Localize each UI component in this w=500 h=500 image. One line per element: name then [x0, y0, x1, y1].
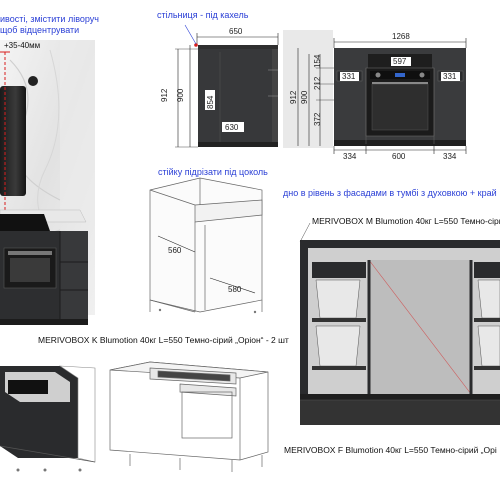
- dim-front-width: 650: [229, 27, 243, 36]
- left-drawers: [312, 262, 366, 370]
- oven-elevation: [283, 30, 467, 154]
- note-center: щоб відцентрувати: [0, 25, 80, 35]
- note-gap: +35-40мм: [4, 41, 41, 50]
- dim-oven-side-right: 331: [443, 72, 457, 81]
- dim-front-height-outer: 912: [160, 88, 169, 102]
- dim-oven-h-top: 154: [313, 54, 322, 68]
- dim-carcass-depth: 560: [168, 246, 182, 255]
- dim-oven-bottom-right: 334: [443, 152, 457, 161]
- dim-oven-h-mid: 212: [313, 76, 322, 90]
- dim-oven-top-center: 597: [393, 57, 407, 66]
- wall-socket: [28, 76, 38, 86]
- drawer-cabinet-render: [109, 361, 269, 472]
- dim-oven-width: 1268: [392, 32, 410, 41]
- dim-oven-bottom-center: 600: [392, 152, 406, 161]
- cooktop: [0, 214, 50, 231]
- kitchen-render: [0, 40, 95, 325]
- caption-drawer-m: MERIVOBOX M Blumotion 40кг L=550 Темно-с…: [312, 216, 500, 226]
- dim-oven-side-left: 331: [342, 72, 356, 81]
- dim-carcass-inner-depth: 580: [228, 285, 242, 294]
- cabinet-carcass-wireframe: [149, 177, 263, 314]
- countertop-marker: [194, 43, 198, 47]
- cooker-hood: [0, 86, 26, 196]
- dim-oven-bottom-left: 334: [343, 152, 357, 161]
- dim-front-panel-low: 630: [225, 123, 239, 132]
- caption-drawer-k: MERIVOBOX K Blumotion 40кг L=550 Темно-с…: [38, 335, 289, 345]
- dim-front-panel-tall: 854: [206, 95, 215, 109]
- note-shift-left: ивості, змістити ліворуч: [0, 14, 99, 24]
- dimension-labels: 650 912 900 854 630 1268 912 900 154 212…: [160, 27, 460, 294]
- dim-oven-height-outer: 912: [289, 90, 298, 104]
- drawer-k-render: [0, 365, 96, 472]
- dim-oven-h-low: 372: [313, 112, 322, 126]
- note-facade-level: дно в рівень з фасадами в тумбі з духовк…: [283, 188, 497, 198]
- caption-drawer-f: MERIVOBOX F Blumotion 40кг L=550 Темно-с…: [284, 445, 497, 455]
- double-drawer-unit: [299, 222, 500, 425]
- note-countertop: стільниця - під кахель: [157, 10, 249, 20]
- right-drawers: [474, 262, 500, 370]
- note-legs: стійку підрізати під цоколь: [158, 167, 268, 177]
- dim-front-height-inner: 900: [176, 88, 185, 102]
- dim-oven-height-inner: 900: [300, 90, 309, 104]
